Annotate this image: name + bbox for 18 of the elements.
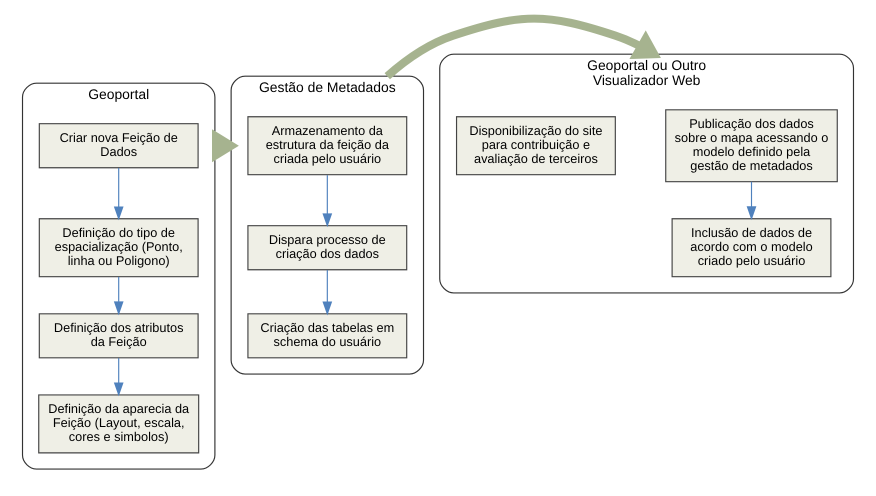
- arrow: [212, 128, 239, 162]
- arrow: [114, 276, 124, 315]
- node-box: Definição do tipo de espacialização (Ponto, linha ou Poligono): [38, 218, 199, 277]
- arrow: [746, 181, 756, 220]
- node-box: Criar nova Feição de Dados: [38, 122, 199, 168]
- arrow: [384, 14, 661, 79]
- node-box: Definição dos atributos da Feição: [38, 312, 199, 358]
- node-box: Criação das tabelas em schema do usuário: [247, 312, 408, 358]
- node-box: Inclusão de dados de acordo com o modelo criado pelo usuário: [672, 218, 832, 277]
- arrow: [114, 168, 124, 220]
- arrow: [114, 358, 124, 396]
- arrow: [322, 174, 332, 227]
- node-box: Publicação dos dados sobre o mapa acessando o modelo definido pela gestão de metadados: [665, 108, 838, 182]
- node-box: Definição da aparecia da Feição (Layout, escala, cores e simbolos): [38, 394, 200, 453]
- node-box: Armazenamento da estrutura da feição da criada pelo usuário: [247, 116, 408, 175]
- node-box: Disponibilização do site para contribuição e avaliação de terceiros: [456, 116, 616, 175]
- node-box: Dispara processo de criação dos dados: [247, 224, 408, 270]
- arrow: [322, 270, 332, 315]
